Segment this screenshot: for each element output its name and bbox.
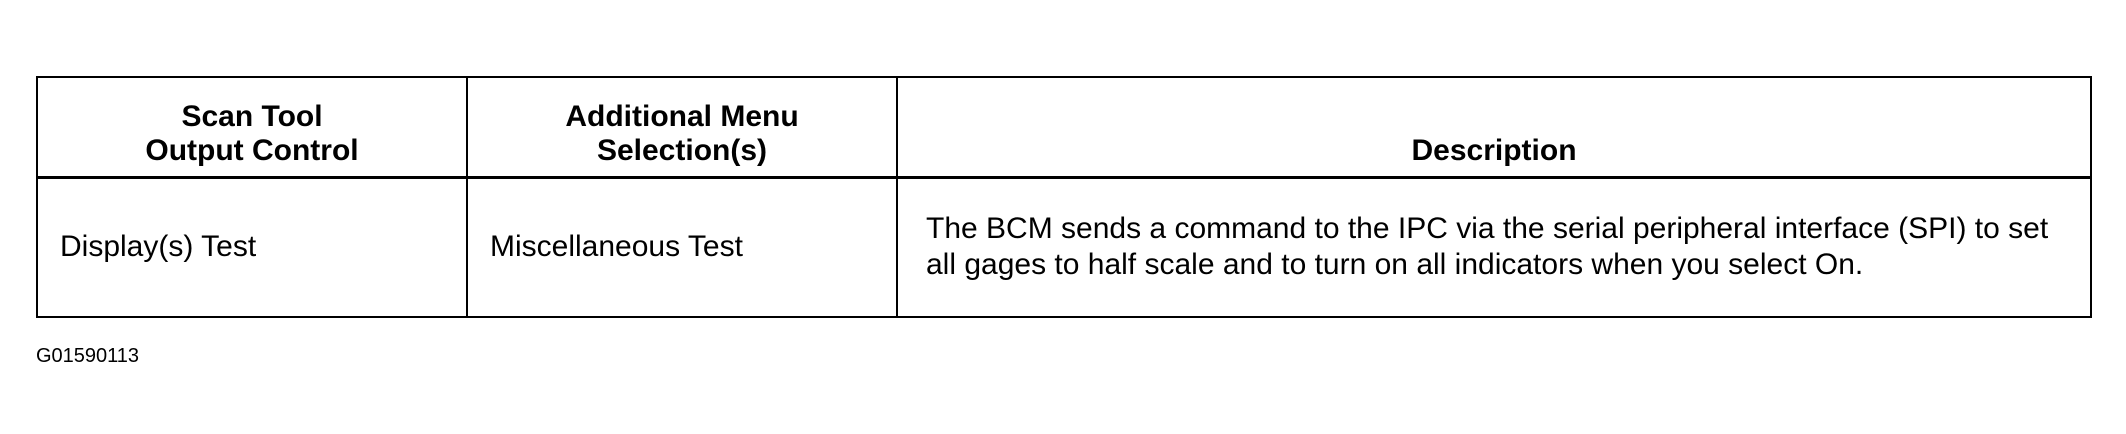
header-line: Output Control — [145, 133, 359, 167]
output-control-table: Scan Tool Output Control Additional Menu… — [36, 76, 2092, 318]
header-additional-menu-selections: Additional Menu Selection(s) — [466, 76, 898, 178]
header-line: Additional Menu — [565, 99, 799, 133]
table-row: Display(s) Test Miscellaneous Test The B… — [36, 176, 2092, 318]
table-header: Scan Tool Output Control Additional Menu… — [36, 76, 2092, 178]
header-scan-tool-output-control: Scan Tool Output Control — [36, 76, 468, 178]
header-row: Scan Tool Output Control Additional Menu… — [36, 76, 2092, 178]
cell-description: The BCM sends a command to the IPC via t… — [896, 176, 2092, 318]
table-body: Display(s) Test Miscellaneous Test The B… — [36, 176, 2092, 318]
header-line: Description — [1411, 133, 1577, 167]
header-line: Selection(s) — [596, 133, 768, 167]
cell-output-control: Display(s) Test — [36, 176, 468, 318]
header-description: Description — [896, 76, 2092, 178]
header-line: Scan Tool — [181, 99, 323, 133]
figure-id: G01590113 — [36, 345, 140, 367]
cell-menu-selection: Miscellaneous Test — [466, 176, 898, 318]
